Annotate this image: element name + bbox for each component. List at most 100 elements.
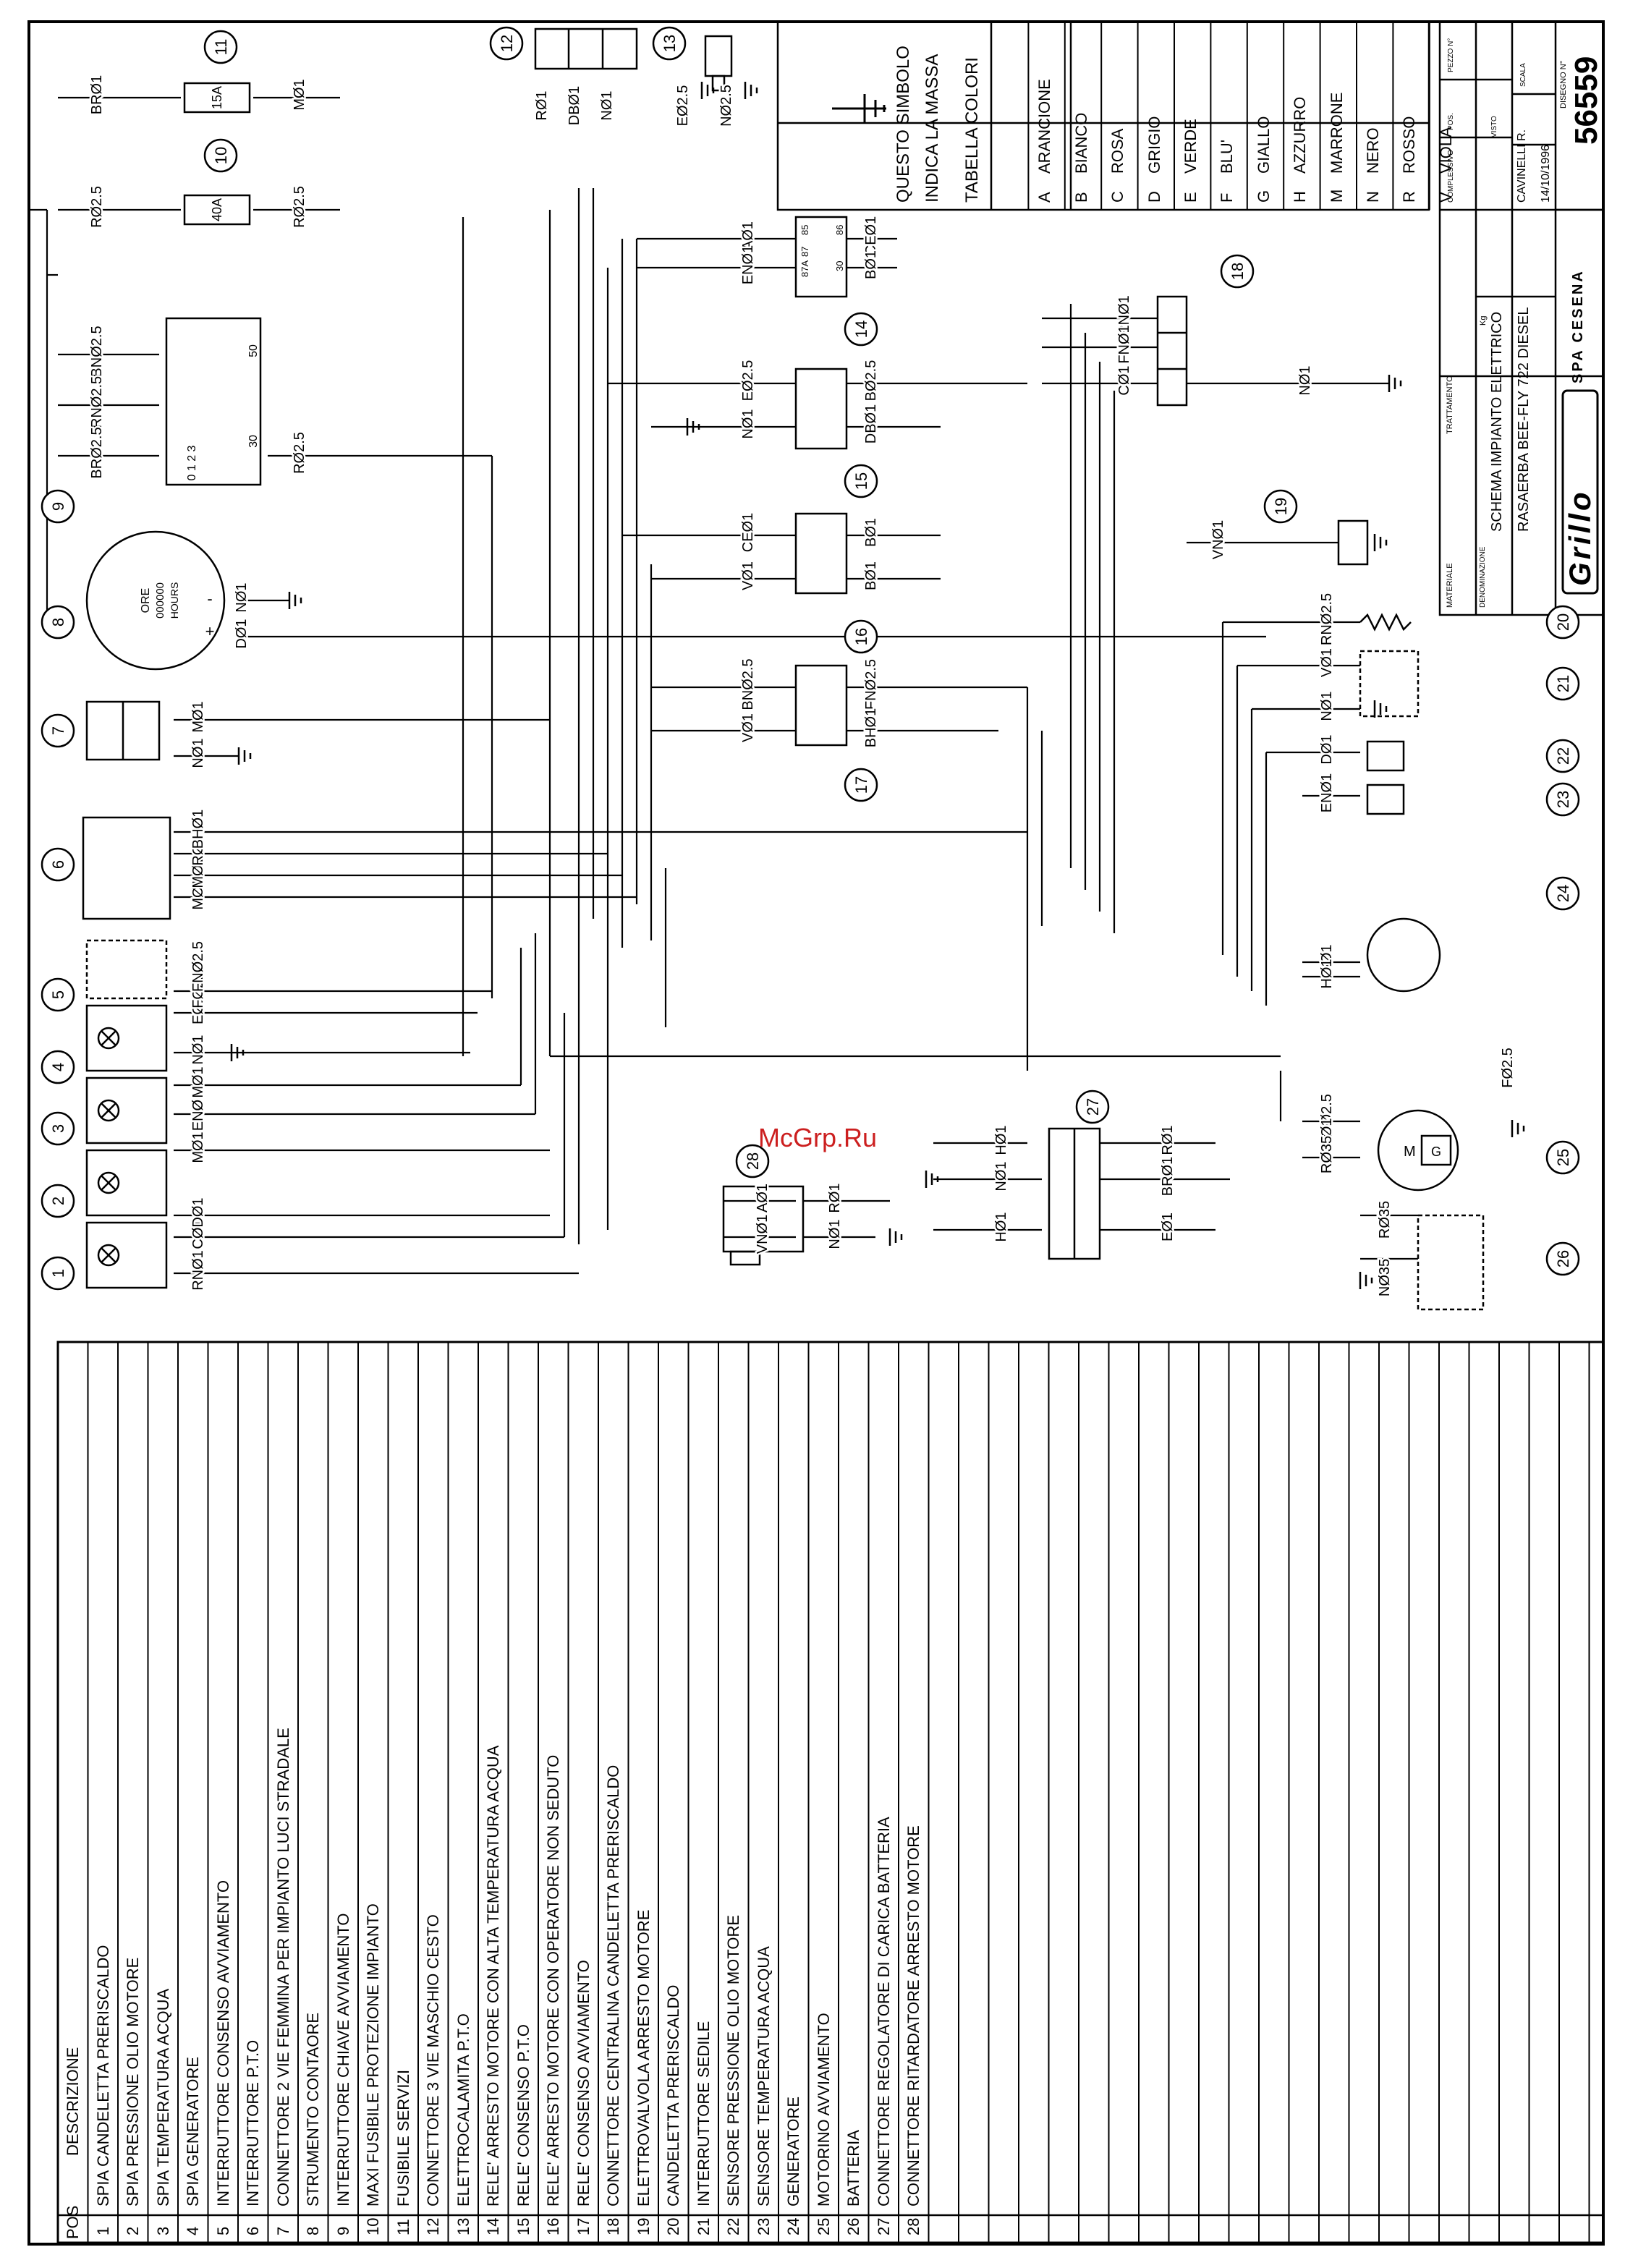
ground-icon (237, 747, 252, 765)
component-number: 26 (1554, 1250, 1572, 1267)
ground-note-line1: QUESTO SIMBOLO (894, 46, 913, 203)
component-marker-12: 12 (489, 26, 524, 61)
component-marker-19: 19 (1263, 489, 1298, 524)
wire-label: RNØ1 (190, 1250, 206, 1291)
ground-icon (888, 1228, 903, 1246)
legend-table (56, 1341, 1605, 2244)
component-number: 17 (852, 776, 870, 794)
watermark: McGrp.Ru (758, 1123, 877, 1152)
svg-text:30: 30 (834, 261, 845, 271)
component-number: 16 (852, 628, 870, 645)
component-marker-2: 2 (41, 1184, 75, 1218)
title-block-frame (1438, 20, 1605, 616)
company-name: SPA CESENA (1570, 269, 1586, 383)
legend-row-pos: 21 (694, 2217, 713, 2235)
component-marker-25: 25 (1545, 1140, 1580, 1175)
svg-text:85: 85 (799, 225, 810, 235)
key-switch-t50: 50 (247, 344, 260, 357)
wire-label: RØ1 (1160, 1125, 1176, 1155)
wire-label: NØ1 (993, 1161, 1009, 1191)
wire-label: NØ1 (234, 582, 250, 612)
fuse-10-rating: 40A (210, 198, 224, 221)
legend-row-pos: 18 (604, 2217, 622, 2235)
wire-label: RØ2.5 (1319, 1094, 1335, 1136)
component-number: 11 (212, 39, 230, 56)
wire-label: CØ1 (1116, 365, 1132, 395)
wire-label: RØ35 (1319, 1136, 1335, 1173)
component-marker-7: 7 (41, 713, 75, 748)
wire-label: FNØ2.5 (863, 659, 879, 710)
legend-row-pos: 23 (754, 2217, 773, 2235)
ground-icon (230, 1044, 245, 1061)
legend-row-pos: 4 (184, 2226, 202, 2235)
legend-row-pos: 19 (634, 2217, 653, 2235)
title-scala: SCALA (1519, 63, 1527, 87)
ground-icon (925, 1171, 939, 1188)
legend-row-desc: SPIA GENERATORE (184, 2056, 202, 2207)
wire-label: RNØ1 (1116, 295, 1132, 336)
wire-label: NØ1 (190, 738, 206, 768)
color-table-code: B (1072, 192, 1090, 203)
title-line1: SCHEMA IMPIANTO ELETTRICO (1489, 311, 1505, 532)
component-marker-17: 17 (844, 768, 878, 802)
wire-label: RØ1 (1319, 1118, 1335, 1147)
legend-row-pos: 26 (844, 2217, 862, 2235)
component-number: 12 (498, 35, 516, 52)
legend-row-desc: STRUMENTO CONTAORE (304, 2012, 322, 2207)
legend-row-pos: 20 (664, 2217, 682, 2235)
legend-row-desc: ELETTROVALVOLA ARRESTO MOTORE (634, 1909, 653, 2207)
wire-label: ENØ1 (190, 1092, 206, 1131)
color-table-name: GIALLO (1254, 116, 1273, 174)
component-number: 18 (1229, 263, 1247, 280)
legend-row-pos: 3 (153, 2226, 172, 2235)
component-number: 4 (49, 1063, 67, 1071)
component-number: 1 (49, 1269, 67, 1278)
legend-row-desc: INTERRUTTORE SEDILE (694, 2021, 713, 2207)
legend-grid (57, 1342, 1590, 2243)
component-marker-9: 9 (41, 489, 75, 524)
ground-icon (744, 82, 758, 99)
legend-row-pos: 24 (784, 2217, 802, 2235)
color-table-name: GRIGIO (1145, 116, 1163, 174)
component-number: 9 (49, 502, 67, 511)
wire-harness (27, 96, 1418, 1275)
component-marker-28: 28 (735, 1144, 770, 1178)
wire-label: RNØ2.5 (1319, 593, 1335, 645)
starter-m-label: M (1404, 1144, 1416, 1160)
hour-meter-label: ORE (140, 588, 152, 613)
color-table-name: ROSA (1108, 128, 1127, 174)
legend-row-desc: CONNETTORE CENTRALINA CANDELETTA PRERISC… (604, 1764, 622, 2207)
legend-row-desc: MOTORINO AVVIAMENTO (814, 2013, 833, 2207)
wire-label: MØ1 (190, 701, 206, 732)
color-table-name: MARRONE (1327, 92, 1346, 174)
wire-label: CEØ1 (863, 216, 879, 255)
legend-row-desc: RELE' CONSENSO AVVIAMENTO (574, 1960, 593, 2207)
title-disegno-label: DISEGNO N° (1559, 60, 1568, 109)
component-marker-24: 24 (1545, 876, 1580, 911)
fuse-11-rating: 15A (210, 86, 224, 109)
component-marker-15: 15 (844, 464, 878, 498)
color-table-name: BLU' (1218, 140, 1236, 174)
color-table-code: R (1400, 191, 1419, 203)
wire-label: DBØ1 (567, 86, 582, 125)
component-number: 8 (49, 618, 67, 627)
wire-label: VØ1 (1319, 648, 1335, 677)
wire-label: EØ1 (190, 995, 206, 1024)
key-switch-t30: 30 (247, 435, 260, 448)
wire-label: ENØ1 (1319, 773, 1335, 812)
component-number: 13 (661, 35, 679, 52)
component-number: 6 (49, 860, 67, 869)
component-number: 10 (212, 147, 230, 164)
legend-row-pos: 27 (874, 2217, 893, 2235)
component-number: 24 (1554, 885, 1572, 902)
legend-row-desc: CONNETTORE REGOLATORE DI CARICA BATTERIA (874, 1817, 893, 2207)
color-table-code: M (1327, 189, 1346, 203)
color-table-code: N (1364, 191, 1382, 203)
legend-row-pos: 25 (814, 2217, 833, 2235)
legend-row-pos: 13 (454, 2217, 472, 2235)
component-number: 27 (1084, 1098, 1102, 1116)
legend-row-desc: SENSORE PRESSIONE OLIO MOTORE (724, 1914, 742, 2207)
title-pezzo: PEZZO N° (1447, 38, 1455, 72)
component-number: 2 (49, 1197, 67, 1205)
